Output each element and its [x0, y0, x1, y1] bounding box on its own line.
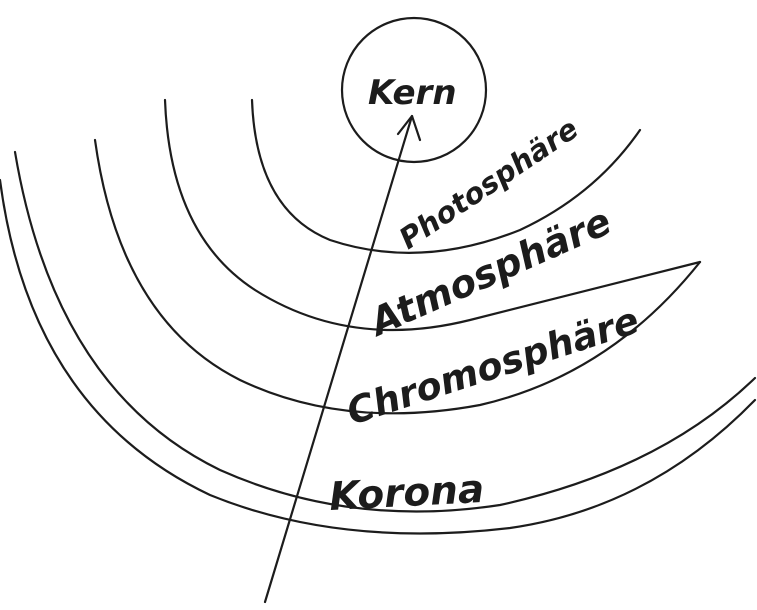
label-kern: Kern — [368, 73, 457, 113]
chromosphere-arc — [95, 140, 700, 413]
label-korona: Korona — [328, 467, 485, 520]
